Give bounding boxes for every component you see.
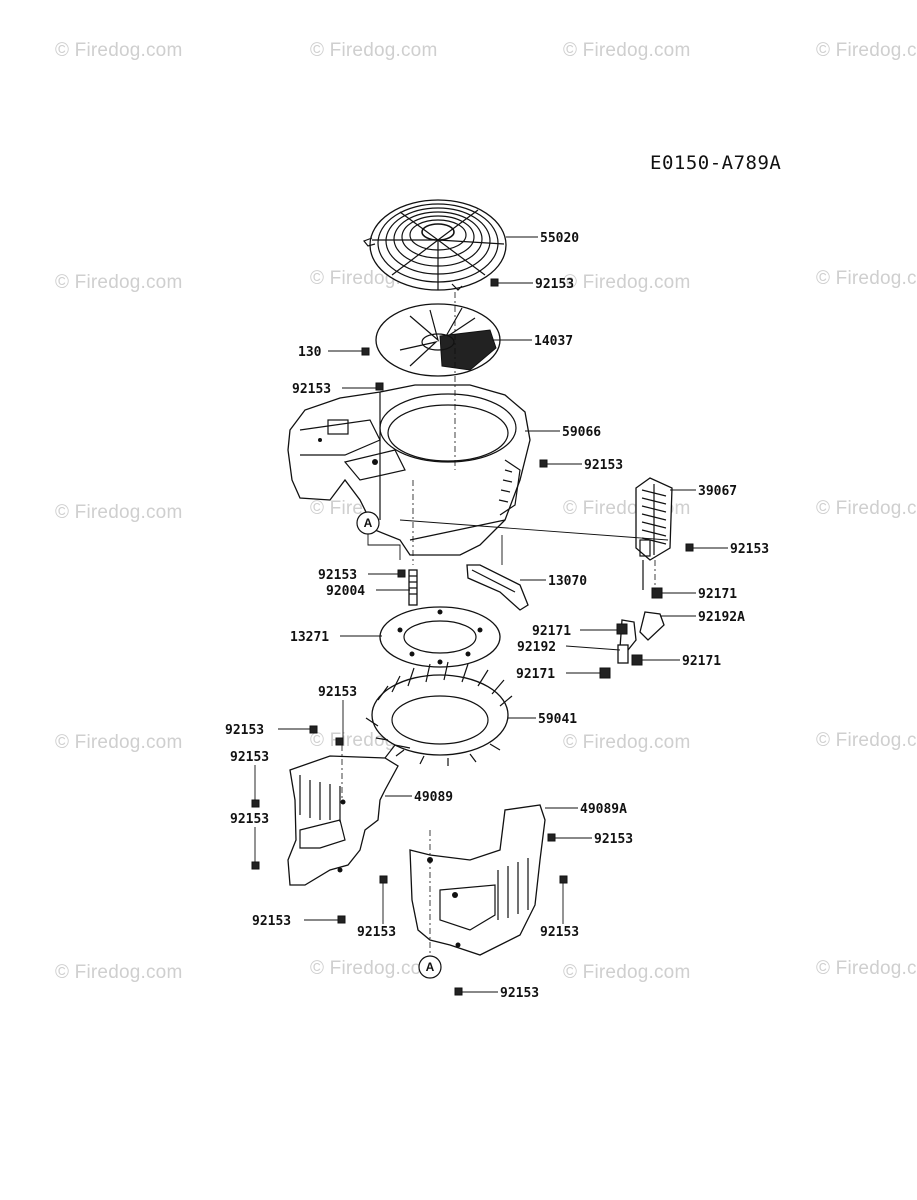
callout-92153: 92153 (318, 685, 357, 700)
oil-cooler-39067[interactable] (635, 477, 673, 561)
watermark: © Firedog.com (55, 40, 183, 61)
callout-130: 130 (298, 345, 322, 360)
callout-13070: 13070 (548, 574, 587, 589)
watermark: © Firedog.com (816, 268, 917, 289)
callout-92153: 92153 (540, 925, 579, 940)
bolt-92153[interactable] (335, 737, 344, 746)
callout-92153: 92153 (292, 382, 331, 397)
callout-92153: 92153 (318, 568, 357, 583)
callout-55020: 55020 (540, 231, 579, 246)
watermark: © Firedog.com (55, 502, 183, 523)
callout-92153: 92153 (357, 925, 396, 940)
watermark: © Firedog.com (563, 40, 691, 61)
callout-59066: 59066 (562, 425, 601, 440)
callout-92004: 92004 (326, 584, 365, 599)
watermark: © Firedog.com (310, 958, 438, 979)
diagram-code: E0150-A789A (650, 152, 782, 174)
bolt-92153[interactable] (337, 915, 346, 924)
blower-housing-59066[interactable] (287, 384, 531, 556)
callout-49089A: 49089A (580, 802, 627, 817)
callout-92153: 92153 (500, 986, 539, 1001)
watermark: © Firedog.com (55, 272, 183, 293)
callout-92171: 92171 (516, 667, 555, 682)
callout-92153: 92153 (594, 832, 633, 847)
svg-text:A: A (364, 516, 373, 530)
watermark: © Firedog.com (563, 962, 691, 983)
bolt-92153[interactable] (379, 875, 388, 884)
bolt-92153[interactable] (685, 543, 694, 552)
bolt-92153[interactable] (490, 278, 499, 287)
callout-92153: 92153 (230, 750, 269, 765)
fan-screen-55020[interactable] (363, 199, 507, 291)
deflector-13070[interactable] (466, 564, 529, 611)
watermark: © Firedog.com (563, 272, 691, 293)
bolt-92153[interactable] (559, 875, 568, 884)
shroud-right-49089A[interactable] (409, 804, 546, 956)
clamp-92171-d[interactable] (599, 667, 611, 679)
callout-92171: 92171 (698, 587, 737, 602)
shroud-left-49089[interactable] (287, 744, 411, 886)
watermark: © Firedog.com (55, 732, 183, 753)
svg-text:A: A (426, 960, 435, 974)
impeller-14037[interactable] (375, 303, 501, 377)
flywheel-fan-59041[interactable] (365, 661, 513, 766)
callout-92153: 92153 (230, 812, 269, 827)
callout-92153: 92153 (584, 458, 623, 473)
callout-92153: 92153 (535, 277, 574, 292)
bolt-92153[interactable] (375, 382, 384, 391)
plate-13271[interactable] (379, 606, 501, 668)
bolt-92153[interactable] (251, 861, 260, 870)
clamp-92171-a[interactable] (651, 587, 663, 599)
callout-92153: 92153 (225, 723, 264, 738)
bolt-92153[interactable] (397, 569, 406, 578)
oil-hoses[interactable] (617, 560, 665, 664)
watermark: © Firedog.com (816, 498, 917, 519)
callout-14037: 14037 (534, 334, 573, 349)
watermark: © Firedog.com (816, 40, 917, 61)
watermark: © Firedog.com (310, 40, 438, 61)
callout-92171: 92171 (532, 624, 571, 639)
callout-59041: 59041 (538, 712, 577, 727)
bolt-92153[interactable] (309, 725, 318, 734)
callout-49089: 49089 (414, 790, 453, 805)
clamp-92171-b[interactable] (616, 623, 628, 635)
bolt-92153[interactable] (539, 459, 548, 468)
callout-92171: 92171 (682, 654, 721, 669)
watermark: © Firedog.com (816, 730, 917, 751)
watermark: © Firedog.com (816, 958, 917, 979)
callout-92153: 92153 (252, 914, 291, 929)
callout-13271: 13271 (290, 630, 329, 645)
clamp-92171-c[interactable] (631, 654, 643, 666)
reference-marker-a: A (418, 955, 442, 979)
callout-92153: 92153 (730, 542, 769, 557)
bolt-92153[interactable] (251, 799, 260, 808)
callout-92192: 92192 (517, 640, 556, 655)
bolt-130[interactable] (361, 347, 370, 356)
watermark: © Firedog.com (55, 962, 183, 983)
callout-39067: 39067 (698, 484, 737, 499)
callout-92192A: 92192A (698, 610, 745, 625)
watermark: © Firedog.com (563, 732, 691, 753)
stud-92004[interactable] (408, 569, 418, 606)
bolt-92153[interactable] (454, 987, 463, 996)
bolt-92153[interactable] (547, 833, 556, 842)
reference-marker-a: A (356, 511, 401, 560)
